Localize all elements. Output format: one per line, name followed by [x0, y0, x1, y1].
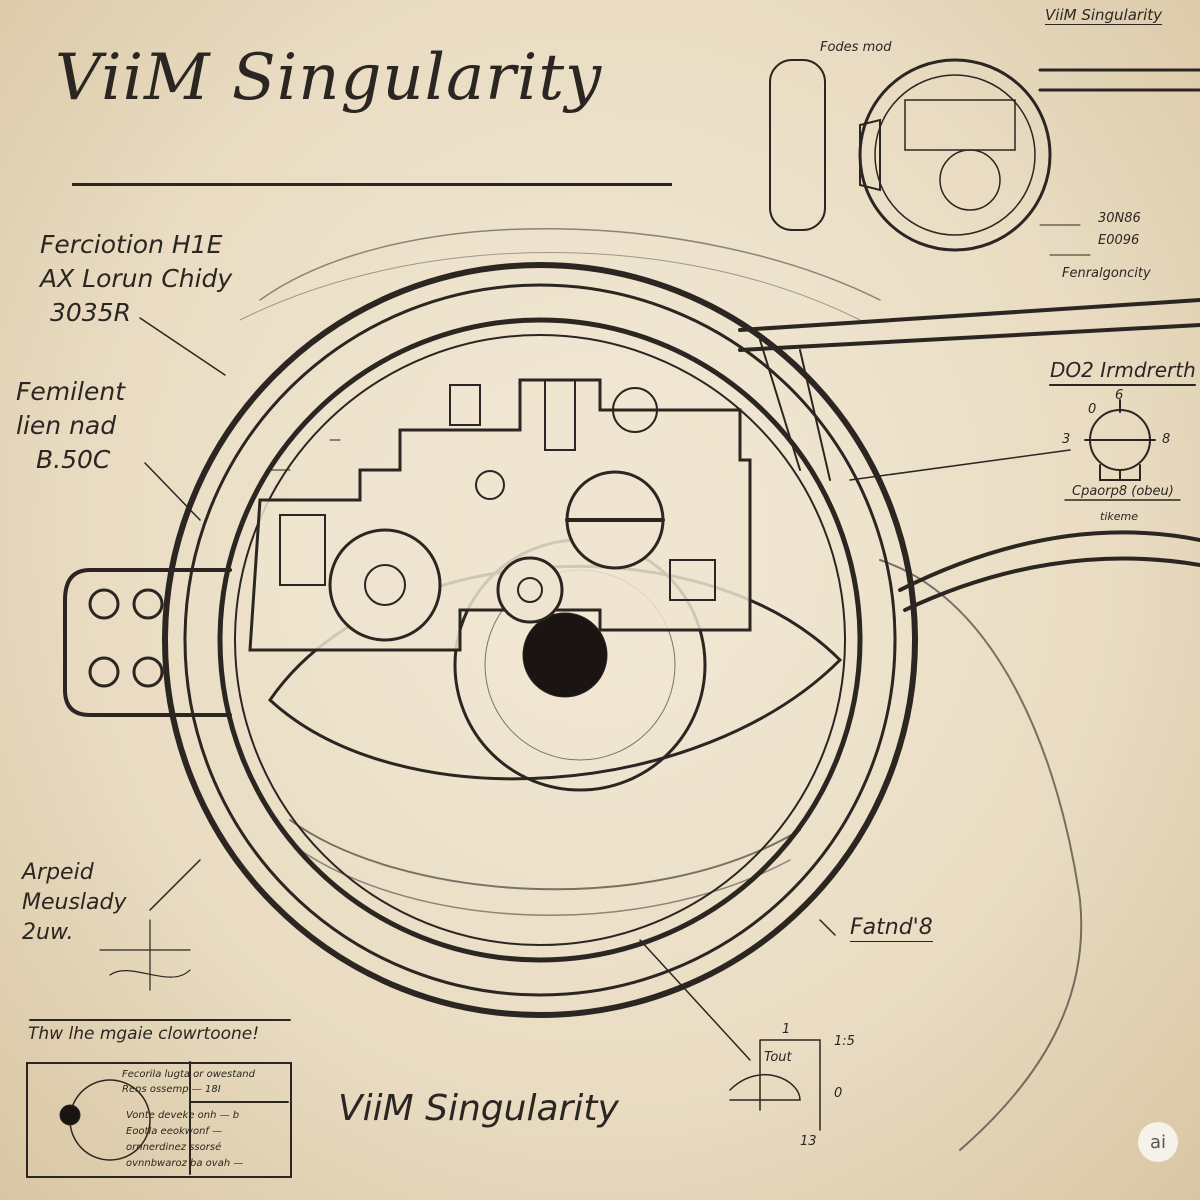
title-underline — [72, 183, 672, 186]
box-note: Fecorila lugta or owestand — [122, 1069, 255, 1080]
inset-code: 30N86 — [1098, 211, 1141, 226]
top-right-label: ViiM Singularity — [1045, 6, 1162, 25]
note-line: Ferciotion H1E — [40, 230, 223, 259]
notes-box — [26, 1062, 292, 1178]
dial-subcaption: tikeme — [1100, 510, 1138, 523]
box-notes-bottom: Vonte deveke onh — b Eootla eeokwonf — o… — [126, 1108, 243, 1172]
graph-label: 0 — [834, 1086, 843, 1101]
box-note: Eootla eeokwonf — — [126, 1126, 223, 1137]
bottom-title: ViiM Singularity — [338, 1088, 619, 1129]
note-line: Femilent — [16, 377, 126, 406]
note-block-2: Femilent lien nad B.50C — [16, 375, 125, 477]
note-block-3: Arpeid Meuslady 2uw. — [22, 858, 127, 948]
box-notes-top: Fecorila lugta or owestand Rens ossemp —… — [122, 1067, 255, 1097]
note-block-1: Ferciotion H1E AX Lorun Chidy 3035R — [40, 228, 232, 330]
dial-mark: 8 — [1162, 432, 1171, 447]
dial-title: DO2 Irmdrerth — [1050, 358, 1196, 382]
inset-code: E0096 — [1098, 233, 1140, 248]
note-line: AX Lorun Chidy — [40, 264, 233, 293]
graph-label: 13 — [800, 1134, 817, 1149]
box-note: Rens ossemp — 18I — [122, 1084, 221, 1095]
bottom-left-heading: Thw lhe mgaie clowrtoone! — [28, 1024, 260, 1044]
box-note: ovnnbwaroz ba ovah — — [126, 1158, 244, 1169]
graph-label: 1 — [782, 1022, 791, 1037]
note-line: 3035R — [50, 298, 131, 327]
dial-mark: 6 — [1115, 388, 1124, 403]
inset-label: Fodes mod — [820, 40, 892, 55]
note-line: lien nad — [16, 411, 117, 440]
inset-caption: Fenralgoncity — [1062, 266, 1151, 281]
graph-label: 1:5 — [834, 1034, 855, 1049]
note-line: 2uw. — [22, 920, 74, 945]
inset-codes: 30N86 E0096 — [1098, 208, 1141, 252]
main-title: ViiM Singularity — [55, 41, 603, 115]
box-note: Vonte deveke onh — b — [126, 1110, 240, 1121]
dial-mark: 0 — [1088, 402, 1097, 417]
dial-caption: Cpaorp8 (obeu) — [1072, 484, 1174, 499]
graph-label: Tout — [764, 1050, 792, 1065]
ai-badge: ai — [1138, 1122, 1178, 1162]
note-line: B.50C — [36, 445, 111, 474]
note-line: Arpeid — [22, 860, 94, 885]
lower-right-label: Fatnd'8 — [850, 915, 933, 942]
dial-mark: 3 — [1062, 432, 1071, 447]
note-line: Meuslady — [22, 890, 127, 915]
box-note: ornnerdinez ssorsé — [126, 1142, 222, 1153]
